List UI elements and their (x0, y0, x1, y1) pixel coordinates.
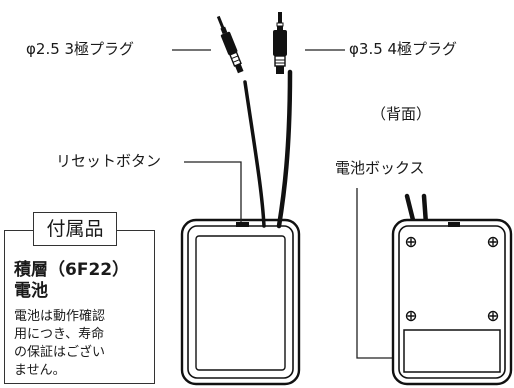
reset-button-label: リセットボタン (56, 152, 162, 170)
accessories-title: 付属品 (33, 212, 117, 246)
battery-box-label: 電池ボックス (335, 159, 425, 177)
leader-reset-button (184, 161, 242, 222)
plug-large-icon (273, 12, 287, 74)
plug-large-label: φ3.5 4極プラグ (349, 40, 458, 58)
accessory-item-line1: 積層（6F22） (14, 260, 130, 280)
accessory-item-line2: 電池 (14, 281, 48, 301)
device-front-panel (195, 235, 286, 371)
cables (243, 69, 293, 229)
device-back (391, 193, 513, 386)
screw-icons (405, 236, 499, 322)
device-back-button-nub (448, 222, 460, 227)
accessories-box (4, 230, 155, 384)
reset-button-nub (236, 222, 249, 227)
battery-box-cover (403, 329, 501, 373)
cable-small-plug (243, 80, 266, 228)
accessory-note-line: の保証はござい (14, 345, 106, 360)
plug-small-label: φ2.5 3極プラグ (26, 40, 135, 58)
plug-small-icon (216, 15, 244, 74)
back-view-label: （背面） (371, 105, 432, 123)
accessory-note: 電池は動作確認 用につき、寿命 の保証はござい ません。 (14, 308, 150, 380)
device-front-body (180, 218, 301, 386)
accessory-note-line: 電池は動作確認 (14, 309, 106, 324)
cable-large-plug (276, 69, 293, 229)
accessory-note-line: ません。 (14, 363, 66, 378)
accessory-note-line: 用につき、寿命 (14, 327, 105, 342)
device-front (180, 218, 301, 386)
